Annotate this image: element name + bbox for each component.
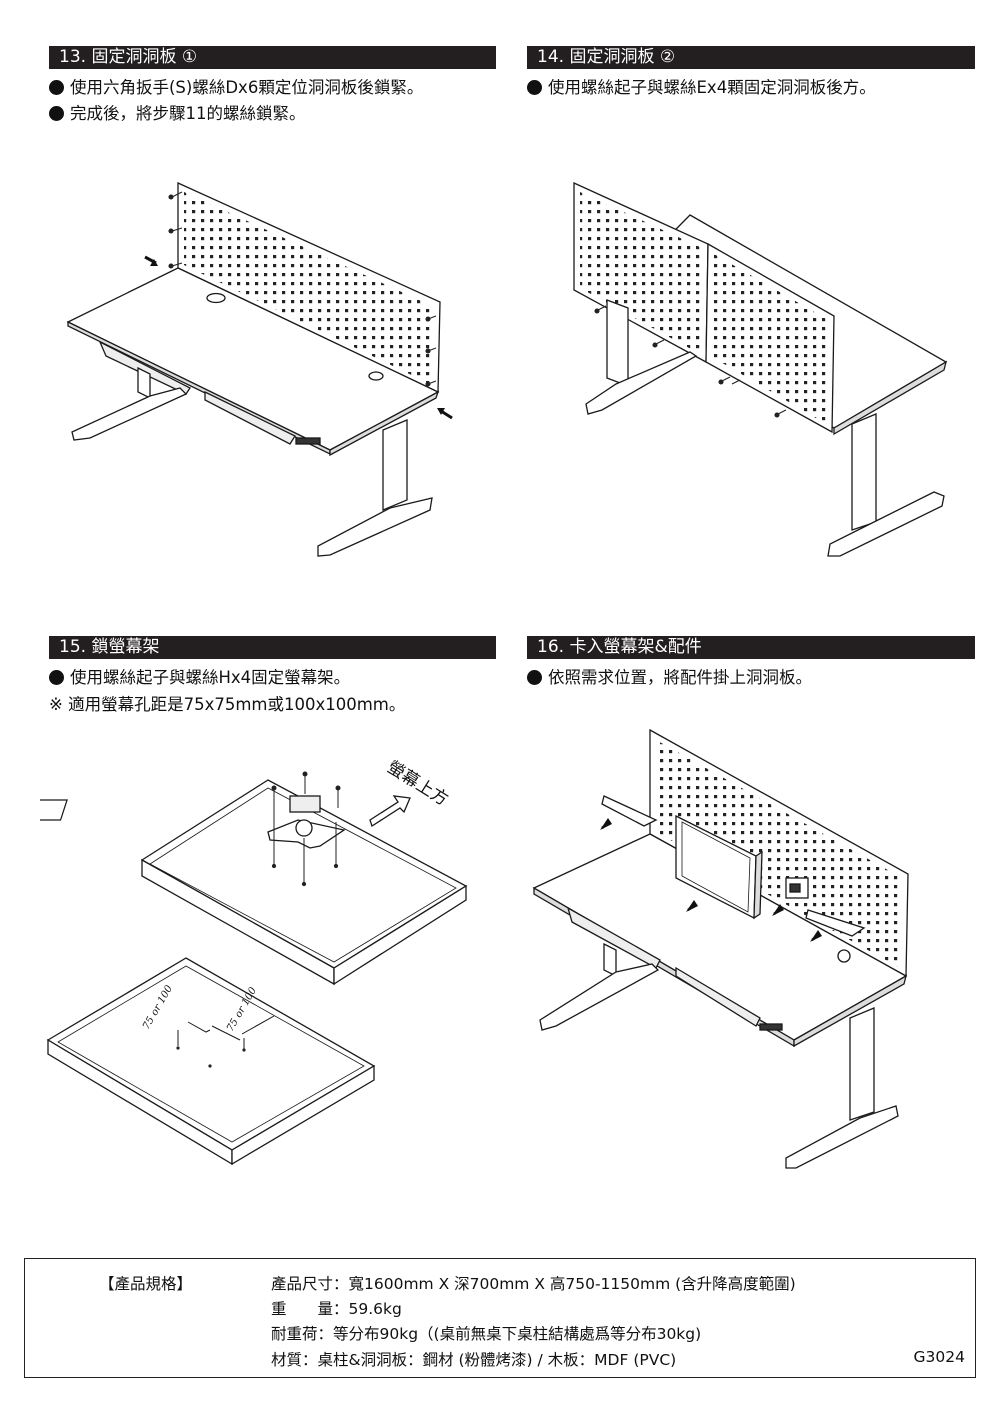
- model-code: G3024: [913, 1348, 965, 1366]
- spec-dimensions: 產品尺寸：寬1600mm X 深700mm X 高750-1150mm (含升降…: [271, 1275, 796, 1293]
- bullet-icon: [49, 106, 64, 121]
- step-15-line-1: 使用螺絲起子與螺絲Hx4固定螢幕架。: [49, 667, 350, 689]
- step-16-title: 16. 卡入螢幕架&配件: [537, 637, 702, 657]
- spec-weight: 重 量：59.6kg: [271, 1300, 402, 1318]
- step-13-line-1: 使用六角扳手(S)螺絲Dx6顆定位洞洞板後鎖緊。: [49, 77, 423, 99]
- spec-material: 材質：桌柱&洞洞板：鋼材 (粉體烤漆) / 木板：MDF (PVC): [271, 1351, 677, 1369]
- spec-tag: 【產品規格】: [99, 1275, 193, 1293]
- bullet-icon: [527, 670, 542, 685]
- step-14-illustration: [570, 175, 960, 570]
- step-13-header: 13. 固定洞洞板 ①: [49, 46, 496, 69]
- bullet-icon: [49, 670, 64, 685]
- step-15-note: ※ 適用螢幕孔距是75x75mm或100x100mm。: [49, 695, 406, 714]
- step-13-title: 13. 固定洞洞板 ①: [59, 47, 198, 67]
- step-16-illustration: [530, 725, 950, 1175]
- product-spec-box: 【產品規格】 產品尺寸：寬1600mm X 深700mm X 高750-1150…: [24, 1258, 976, 1378]
- bullet-icon: [49, 80, 64, 95]
- step-14-header: 14. 固定洞洞板 ②: [527, 46, 975, 69]
- bullet-icon: [527, 80, 542, 95]
- step-16-line-1: 依照需求位置，將配件掛上洞洞板。: [527, 667, 812, 689]
- step-16-header: 16. 卡入螢幕架&配件: [527, 636, 975, 659]
- step-15-illustration: 螢幕上方 75 or 100 75 or 100: [40, 750, 480, 1170]
- spec-load: 耐重荷：等分布90kg（(桌前無桌下桌柱結構處爲等分布30kg): [271, 1325, 702, 1343]
- step-14-line-1: 使用螺絲起子與螺絲Ex4顆固定洞洞板後方。: [527, 77, 876, 99]
- step-13-illustration: [40, 170, 490, 570]
- step-15-header: 15. 鎖螢幕架: [49, 636, 496, 659]
- step-14-title: 14. 固定洞洞板 ②: [537, 47, 676, 67]
- monitor-top-label: 螢幕上方: [383, 757, 451, 810]
- step-15-title: 15. 鎖螢幕架: [59, 637, 160, 657]
- step-13-line-2: 完成後，將步驟11的螺絲鎖緊。: [49, 103, 306, 125]
